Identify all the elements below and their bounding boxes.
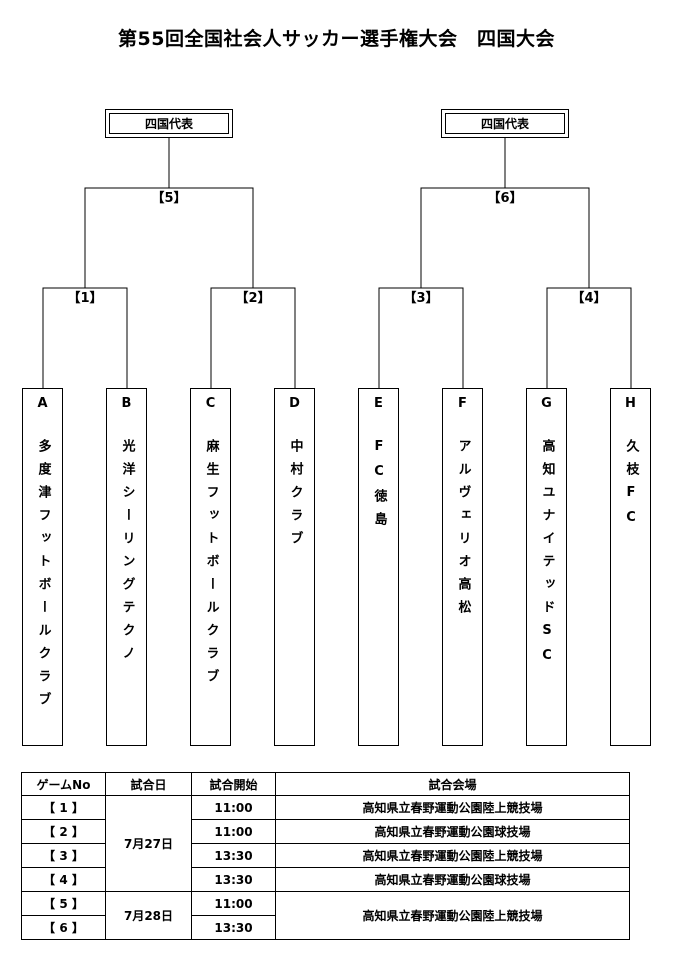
date-cell: 7月28日 (105, 891, 192, 940)
bracket-lines (42, 138, 632, 388)
team-name: 久枝FC (623, 439, 639, 535)
table-row: 【 2 】 11:00 高知県立春野運動公園球技場 (21, 819, 630, 844)
venue-cell: 高知県立春野運動公園陸上競技場 (275, 843, 630, 868)
table-row: 【 6 】 13:30 (21, 915, 630, 940)
team-name: 多度津フットボールクラブ (35, 439, 51, 715)
team-name: 光洋シーリングテクノ (119, 439, 135, 669)
match-label-4: 【4】 (569, 291, 609, 307)
header-start-time: 試合開始 (191, 772, 276, 796)
team-box-c: C 麻生フットボールクラブ (190, 388, 231, 746)
venue-cell: 高知県立春野運動公園球技場 (275, 867, 630, 892)
team-box-h: H 久枝FC (610, 388, 651, 746)
table-row: 【 4 】 13:30 高知県立春野運動公園球技場 (21, 867, 630, 892)
team-name: アルヴェリオ高松 (455, 439, 471, 623)
team-letter: G (541, 396, 552, 411)
team-letter: C (205, 396, 216, 411)
team-box-e: E FC徳島 (358, 388, 399, 746)
team-box-g: G 高知ユナイテッドSC (526, 388, 567, 746)
team-box-a: A 多度津フットボールクラブ (22, 388, 63, 746)
venue-cell: 高知県立春野運動公園陸上競技場 (275, 795, 630, 820)
start-time-cell: 11:00 (191, 795, 276, 820)
match-label-1: 【1】 (65, 291, 105, 307)
header-game-no: ゲームNo (21, 772, 106, 796)
header-venue: 試合会場 (275, 772, 630, 796)
game-no-cell: 【 6 】 (21, 915, 106, 940)
schedule-table: ゲームNo 試合日 試合開始 試合会場 【 1 】 7月27日 11:00 高知… (21, 772, 630, 940)
game-no-cell: 【 4 】 (21, 867, 106, 892)
team-name: 麻生フットボールクラブ (203, 439, 219, 692)
start-time-cell: 13:30 (191, 915, 276, 940)
representative-box-right: 四国代表 (441, 109, 569, 138)
team-letter: D (289, 396, 300, 411)
team-letter: E (374, 396, 383, 411)
page-title: 第55回全国社会人サッカー選手権大会 四国大会 (118, 28, 555, 50)
table-row: 【 5 】 7月28日 11:00 高知県立春野運動公園陸上競技場 (21, 891, 630, 940)
table-row: 【 3 】 13:30 高知県立春野運動公園陸上競技場 (21, 843, 630, 868)
representative-box-left: 四国代表 (105, 109, 233, 138)
table-row: 【 1 】 7月27日 11:00 高知県立春野運動公園陸上競技場 (21, 795, 630, 892)
venue-cell: 高知県立春野運動公園球技場 (275, 819, 630, 844)
team-letter: A (37, 396, 48, 411)
team-name: 高知ユナイテッドSC (539, 439, 555, 673)
table-header-row: ゲームNo 試合日 試合開始 試合会場 (21, 772, 630, 796)
game-no-cell: 【 5 】 (21, 891, 106, 916)
match-label-2: 【2】 (233, 291, 273, 307)
match-label-6: 【6】 (485, 191, 525, 207)
team-name: 中村クラブ (287, 439, 303, 554)
start-time-cell: 11:00 (191, 891, 276, 916)
start-time-cell: 11:00 (191, 819, 276, 844)
representative-label: 四国代表 (109, 113, 229, 134)
team-letter: F (458, 396, 467, 411)
match-label-3: 【3】 (401, 291, 441, 307)
team-box-f: F アルヴェリオ高松 (442, 388, 483, 746)
date-cell: 7月27日 (105, 795, 192, 892)
venue-cell: 高知県立春野運動公園陸上競技場 (275, 891, 630, 940)
game-no-cell: 【 2 】 (21, 819, 106, 844)
representative-label: 四国代表 (445, 113, 565, 134)
team-letter: B (121, 396, 132, 411)
team-letter: H (625, 396, 636, 411)
header-date: 試合日 (105, 772, 192, 796)
start-time-cell: 13:30 (191, 843, 276, 868)
team-name: FC徳島 (371, 439, 387, 535)
team-box-b: B 光洋シーリングテクノ (106, 388, 147, 746)
team-box-d: D 中村クラブ (274, 388, 315, 746)
game-no-cell: 【 3 】 (21, 843, 106, 868)
match-label-5: 【5】 (149, 191, 189, 207)
game-no-cell: 【 1 】 (21, 795, 106, 820)
start-time-cell: 13:30 (191, 867, 276, 892)
